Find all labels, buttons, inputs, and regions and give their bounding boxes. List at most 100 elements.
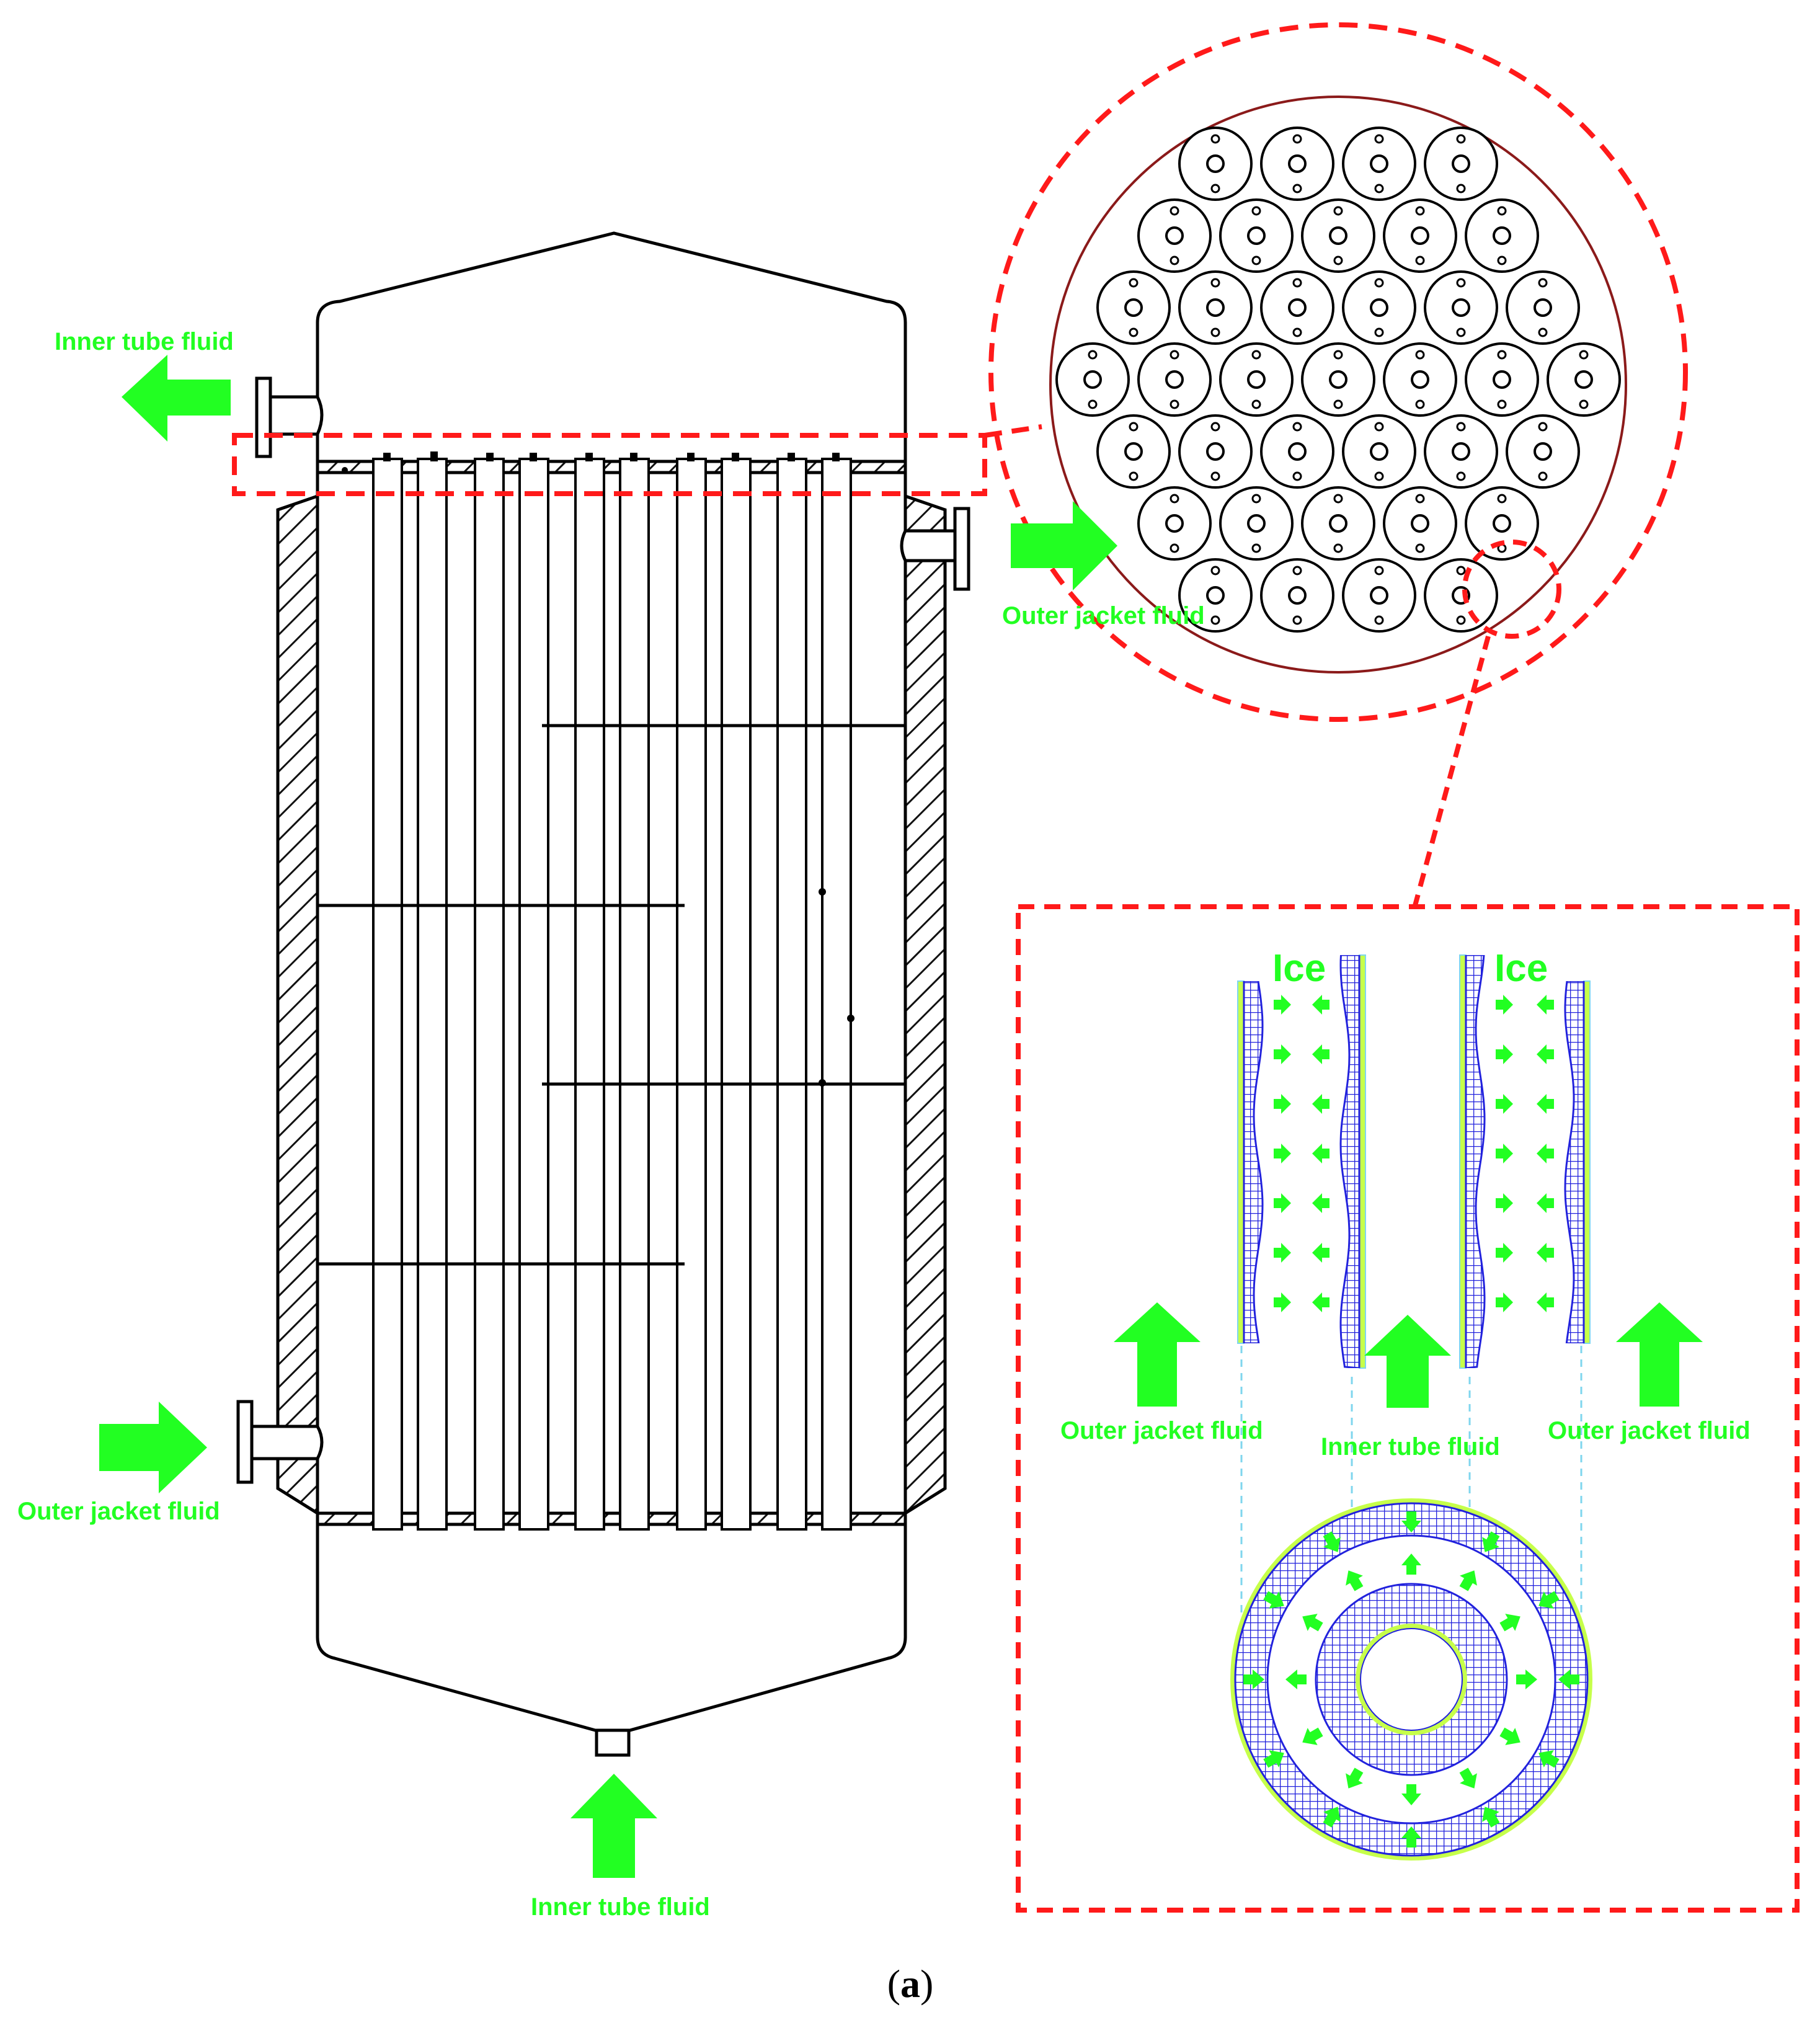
outer-jacket-in-left-arrow: [99, 1402, 207, 1493]
ice-growth-arrow: [1274, 1144, 1291, 1163]
tube-bank: [372, 458, 852, 1531]
radial-arrow: [1499, 1614, 1520, 1632]
ice-growth-arrow: [1274, 1292, 1291, 1312]
bundle-tube-31: [1301, 486, 1375, 561]
selected-tube-callout: [1462, 540, 1561, 639]
ice-growth-arrow: [1537, 1044, 1554, 1064]
tube-9: [776, 458, 807, 1531]
ice-growth-arrow: [1274, 995, 1291, 1015]
ice-growth-arrow: [1496, 995, 1513, 1015]
bundle-tube-16: [1055, 342, 1130, 417]
detail-outer-left-arrow: [1114, 1302, 1201, 1407]
bundle-tube-11: [1178, 270, 1253, 345]
bundle-tube-10: [1096, 270, 1171, 345]
radial-arrow: [1263, 1750, 1284, 1768]
ice-growth-arrow: [1537, 1243, 1554, 1263]
ice-growth-arrow: [1537, 995, 1554, 1015]
ice-growth-arrow: [1274, 1193, 1291, 1213]
right-insulation: [903, 494, 947, 1516]
label-ice-right: Ice: [1494, 947, 1548, 990]
callout-connector-top: [984, 424, 1042, 438]
bundle-tube-13: [1342, 270, 1416, 345]
bundle-tube-19: [1301, 342, 1375, 417]
bundle-tube-24: [1178, 414, 1253, 489]
ice-growth-arrow: [1312, 1292, 1329, 1312]
radial-arrow: [1482, 1531, 1500, 1552]
radial-arrow: [1302, 1614, 1323, 1632]
ice-growth-arrow: [1274, 1044, 1291, 1064]
radial-arrow: [1346, 1767, 1364, 1789]
bundle-tube-27: [1424, 414, 1498, 489]
tube-2: [417, 458, 448, 1531]
top-left-nozzle: [255, 376, 324, 458]
right-nozzle: [900, 507, 970, 591]
ice-growth-arrow: [1312, 1193, 1329, 1213]
bottom-head: [316, 1513, 907, 1732]
tube-10: [821, 458, 852, 1531]
bundle-tube-1: [1178, 127, 1253, 201]
radial-arrow: [1263, 1591, 1284, 1609]
tube-5: [574, 458, 605, 1531]
bundle-tube-4: [1424, 127, 1498, 201]
lower-tube-sheet: [316, 1511, 907, 1526]
radial-arrow: [1401, 1511, 1421, 1532]
bundle-tube-9: [1465, 198, 1539, 273]
bundle-tube-8: [1383, 198, 1457, 273]
bundle-tube-32: [1383, 486, 1457, 561]
radial-arrow: [1459, 1570, 1477, 1591]
radial-arrow: [1538, 1750, 1560, 1768]
ice-growth-arrow: [1312, 1243, 1329, 1263]
bundle-tube-7: [1301, 198, 1375, 273]
detail-inner-arrow: [1364, 1315, 1451, 1408]
bundle-tube-37: [1424, 558, 1498, 633]
ice-growth-arrow: [1496, 1044, 1513, 1064]
tube-8: [721, 458, 752, 1531]
tube-1: [372, 458, 403, 1531]
detail-callout-box: [1016, 904, 1800, 1913]
bundle-tube-20: [1383, 342, 1457, 417]
radial-arrow: [1346, 1570, 1364, 1591]
bundle-tube-33: [1465, 486, 1539, 561]
bottom-left-nozzle: [236, 1400, 324, 1484]
bundle-tube-5: [1137, 198, 1212, 273]
tube-7: [676, 458, 707, 1531]
tube-bundle-section: [1055, 127, 1621, 633]
bundle-tube-18: [1219, 342, 1294, 417]
radial-arrow: [1516, 1670, 1537, 1689]
label-detail-inner: Inner tube fluid: [1321, 1433, 1500, 1461]
top-head: [316, 231, 907, 360]
inner-tube-in-arrow: [570, 1774, 657, 1878]
detail-outer-right-arrow: [1616, 1302, 1703, 1407]
bundle-tube-35: [1260, 558, 1334, 633]
radial-arrow: [1558, 1670, 1579, 1689]
tube-3: [474, 458, 505, 1531]
label-ice-left: Ice: [1272, 947, 1326, 990]
bundle-tube-26: [1342, 414, 1416, 489]
ice-wall-1: [1237, 980, 1291, 1344]
radial-arrow: [1323, 1531, 1341, 1552]
label-inner-tube-fluid-bottom: Inner tube fluid: [531, 1893, 710, 1921]
ice-growth-arrow: [1274, 1243, 1291, 1263]
upper-tube-sheet: [316, 460, 907, 474]
ice-growth-arrow: [1496, 1292, 1513, 1312]
bundle-tube-22: [1547, 342, 1621, 417]
ice-growth-arrow: [1496, 1144, 1513, 1163]
radial-arrow: [1459, 1767, 1477, 1789]
bundle-tube-3: [1342, 127, 1416, 201]
label-inner-tube-fluid-top: Inner tube fluid: [55, 328, 234, 355]
radial-arrow: [1323, 1807, 1341, 1828]
ice-growth-arrow: [1537, 1144, 1554, 1163]
ice-growth-arrow: [1312, 1044, 1329, 1064]
bundle-tube-36: [1342, 558, 1416, 633]
bundle-tube-17: [1137, 342, 1212, 417]
vessel-drawing: [236, 231, 970, 1757]
inner-tube-out-arrow: [122, 355, 231, 442]
bundle-tube-25: [1260, 414, 1334, 489]
callout-connector-detail: [1413, 635, 1491, 907]
bundle-tube-29: [1137, 486, 1212, 561]
bundle-tube-14: [1424, 270, 1498, 345]
ice-walls: [1237, 954, 1591, 1369]
ice-growth-arrow: [1496, 1243, 1513, 1263]
tube-6: [619, 458, 650, 1531]
ice-growth-arrow: [1496, 1094, 1513, 1114]
